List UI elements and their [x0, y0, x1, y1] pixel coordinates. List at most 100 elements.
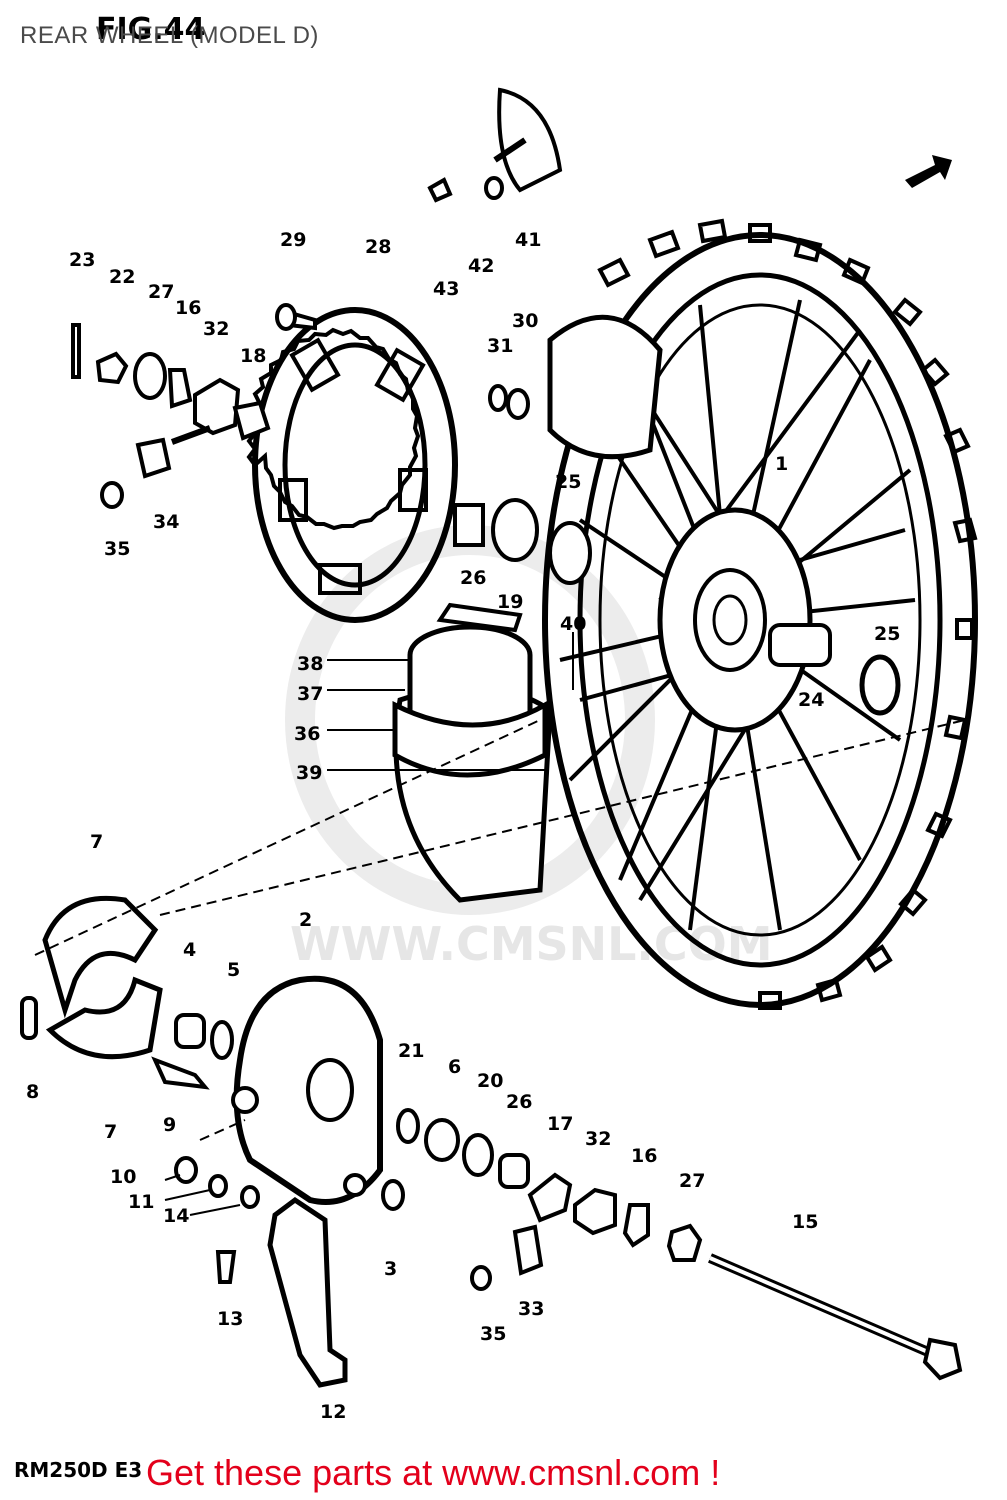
- callout-17: 17: [547, 1113, 573, 1135]
- callout-34: 34: [153, 511, 179, 533]
- hub-center: [693, 568, 767, 672]
- stopper-left-part: [135, 437, 172, 479]
- callout-4: 4: [183, 939, 196, 961]
- callout-30: 30: [512, 310, 538, 332]
- callout-20: 20: [477, 1070, 503, 1092]
- brake-shoes: [20, 895, 163, 1060]
- collar-right-part: [498, 1153, 530, 1189]
- callout-39: 39: [296, 762, 322, 784]
- brake-panel: [231, 975, 383, 1205]
- callout-14: 14: [163, 1205, 189, 1227]
- callout-23: 23: [69, 249, 95, 271]
- callout-3: 3: [384, 1258, 397, 1280]
- lever-nut-part: [174, 1156, 198, 1184]
- tire-cutaway: [392, 602, 553, 903]
- cotter-plate-left-part: [167, 368, 193, 409]
- small-parts: [71, 87, 703, 1291]
- torque-link: [267, 1196, 348, 1388]
- callouts: 23 22 27 16 32 18 34 35 29 28 43 42 41 3…: [26, 229, 900, 1423]
- callout-27: 27: [148, 281, 174, 303]
- callout-5: 5: [227, 959, 240, 981]
- callout-16: 16: [175, 297, 201, 319]
- leader-lines: [164, 632, 574, 1216]
- callout-18: 18: [240, 345, 266, 367]
- callout-12: 12: [320, 1401, 346, 1423]
- callout-16b: 16: [631, 1145, 657, 1167]
- chain-adjuster-part: [527, 1172, 573, 1223]
- rim-lock-stud: [493, 137, 527, 163]
- rim-lock-washer-part: [484, 176, 504, 200]
- callout-36: 36: [294, 723, 320, 745]
- bearing-part: [491, 498, 539, 562]
- adjuster-plate-part: [232, 400, 271, 441]
- callout-2: 2: [299, 909, 312, 931]
- callout-35a: 35: [104, 538, 130, 560]
- page-title: REAR WHEEL (MODEL D): [20, 22, 319, 49]
- adjuster-block-right-part: [573, 1187, 617, 1236]
- assembly-lines: [34, 719, 966, 1141]
- cotter-plate-right-part: [622, 1203, 650, 1248]
- exploded-parts-diagram: WWW.CMSNL.COM: [20, 87, 978, 1423]
- callout-42: 42: [468, 255, 494, 277]
- callout-6: 6: [448, 1056, 461, 1078]
- axle-spacer-part: [768, 623, 832, 667]
- link-washer-part: [240, 1185, 260, 1209]
- callout-25b: 25: [874, 623, 900, 645]
- callout-28: 28: [365, 236, 391, 258]
- figure-number: FIG.44: [96, 12, 206, 47]
- adjuster-block-left-part: [193, 377, 241, 436]
- panel-bushing-part: [381, 1179, 405, 1211]
- wheel-assembly: [542, 218, 978, 1010]
- sprocket-nut-part: [506, 388, 530, 420]
- washer-left-part: [396, 1108, 420, 1144]
- callout-15: 15: [792, 1211, 818, 1233]
- callout-37: 37: [297, 683, 323, 705]
- direction-arrow-icon: [905, 155, 952, 188]
- promo-link[interactable]: Get these parts at www.cmsnl.com !: [146, 1452, 721, 1493]
- o-ring-part: [208, 1174, 228, 1198]
- callout-40: 40: [560, 613, 586, 635]
- callout-33: 33: [518, 1298, 544, 1320]
- callout-9: 9: [163, 1114, 176, 1136]
- callout-38: 38: [297, 653, 323, 675]
- rim-lock-nut-part: [427, 177, 453, 203]
- callout-26b: 26: [506, 1091, 532, 1113]
- callout-1: 1: [775, 453, 788, 475]
- rear-sprocket: [246, 307, 458, 623]
- callout-35b: 35: [480, 1323, 506, 1345]
- callout-43: 43: [433, 278, 459, 300]
- hub-bore: [712, 594, 748, 646]
- axle: [708, 1253, 963, 1381]
- callout-22: 22: [109, 266, 135, 288]
- nut-right-part: [666, 1223, 703, 1262]
- cam-washer-part: [210, 1020, 234, 1060]
- callout-19: 19: [497, 591, 523, 613]
- callout-29: 29: [280, 229, 306, 251]
- washer-part: [424, 1118, 460, 1162]
- callout-32: 32: [203, 318, 229, 340]
- callout-7a: 7: [90, 831, 103, 853]
- rim-lock-part: [497, 87, 563, 193]
- adjuster-stopper-part: [512, 1224, 544, 1276]
- cotter-pin-part: [71, 323, 81, 379]
- axle-nut-left-part: [95, 351, 129, 385]
- sprocket-bolt-head: [275, 303, 297, 331]
- callout-25a: 25: [555, 471, 581, 493]
- adjuster-nut-right-part: [470, 1265, 492, 1291]
- rim-outer: [577, 272, 943, 968]
- callout-32b: 32: [585, 1128, 611, 1150]
- callout-10: 10: [110, 1166, 136, 1188]
- tread-blocks: [597, 218, 978, 1010]
- callout-26a: 26: [460, 567, 486, 589]
- adjuster-bolt-left: [170, 425, 212, 445]
- cam-bolt-part: [151, 1056, 210, 1090]
- callout-13: 13: [217, 1308, 243, 1330]
- callout-24: 24: [798, 689, 824, 711]
- spacer-part: [462, 1133, 494, 1177]
- callout-11: 11: [128, 1191, 154, 1213]
- callout-27b: 27: [679, 1170, 705, 1192]
- callout-31: 31: [487, 335, 513, 357]
- callout-21: 21: [398, 1040, 424, 1062]
- tire-section: [547, 314, 663, 460]
- adjuster-nut-left-part: [100, 481, 124, 509]
